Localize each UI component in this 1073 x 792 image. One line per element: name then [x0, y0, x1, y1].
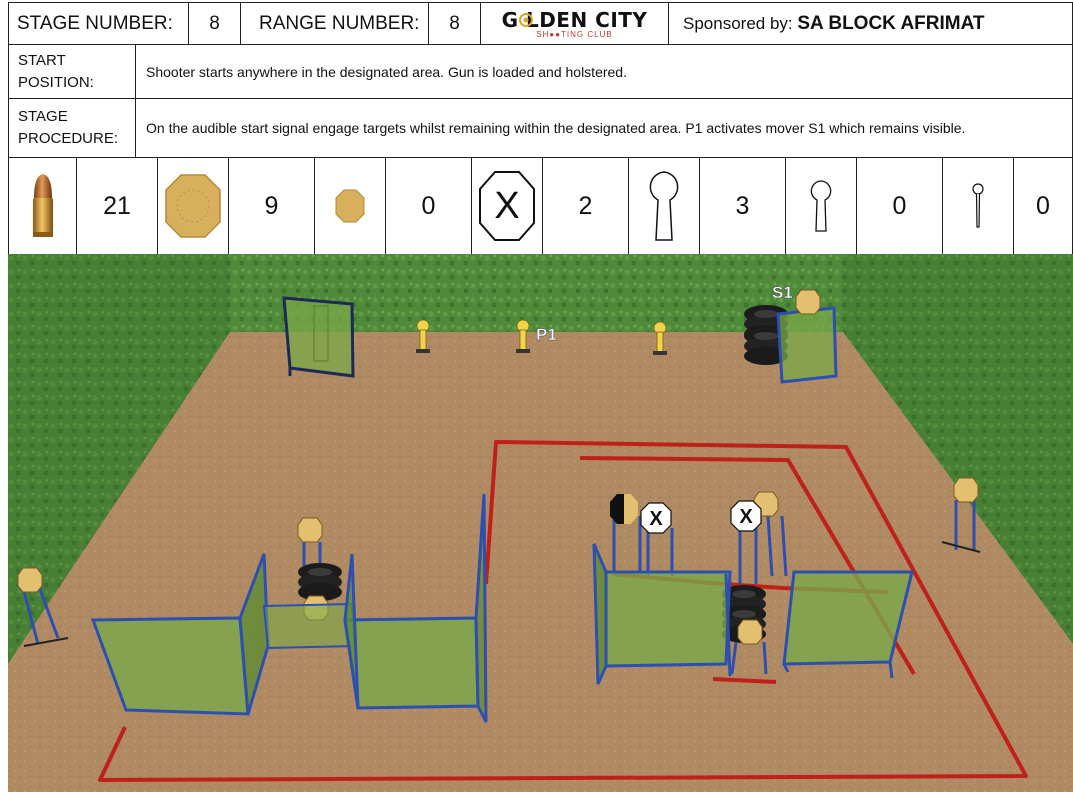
small-plate-count: 0 — [386, 158, 472, 254]
no-shoot-mark: X — [494, 185, 519, 227]
large-plate-icon-cell — [158, 158, 229, 254]
black-white-plate — [610, 494, 638, 524]
back-left-wall — [284, 298, 353, 376]
range-drawing: X — [8, 254, 1073, 792]
stage-procedure-row: STAGE PROCEDURE: On the audible start si… — [8, 98, 1073, 158]
bullet-icon — [30, 172, 56, 240]
stage-procedure-text: On the audible start signal engage targe… — [136, 99, 1072, 157]
p1-label: P1 — [536, 325, 557, 344]
s1-label: S1 — [772, 283, 793, 302]
steel-plate-target — [18, 568, 42, 592]
target-icon — [519, 13, 533, 27]
steel-plate-target — [954, 478, 978, 502]
large-steel-plate-icon — [164, 173, 222, 239]
small-plate-icon-cell — [315, 158, 386, 254]
mini-popper-count: 0 — [1014, 158, 1072, 254]
medium-popper-count: 0 — [857, 158, 943, 254]
small-steel-plate-icon — [335, 189, 365, 223]
sponsor-label: Sponsored by: — [683, 14, 793, 34]
header-row: STAGE NUMBER: 8 RANGE NUMBER: 8 G LDEN C… — [8, 2, 1073, 45]
stage-procedure-label: STAGE PROCEDURE: — [9, 99, 136, 157]
mover-s1-plate — [796, 290, 820, 314]
no-shoot-icon: X — [478, 170, 536, 242]
no-shoot-target — [641, 503, 671, 533]
medium-popper-icon-cell — [786, 158, 857, 254]
stage-diagram: X — [8, 254, 1073, 792]
large-popper-icon-cell — [629, 158, 700, 254]
target-count-row: 21 9 0 X 2 3 0 0 — [8, 157, 1073, 255]
stage-procedure-label-line2: PROCEDURE: — [18, 128, 118, 150]
no-shoot-target — [731, 501, 761, 531]
steel-plate-target — [298, 518, 322, 542]
bullet-icon-cell — [9, 158, 77, 254]
steel-plate-target — [738, 620, 762, 644]
large-popper-icon — [646, 170, 682, 242]
tyre-stack — [298, 563, 342, 601]
large-plate-count: 9 — [229, 158, 315, 254]
no-shoot-count: 2 — [543, 158, 629, 254]
start-position-label: START POSITION: — [9, 45, 136, 98]
large-popper-count: 3 — [700, 158, 786, 254]
start-position-text: Shooter starts anywhere in the designate… — [136, 45, 1072, 98]
sponsor: Sponsored by: SA BLOCK AFRIMAT — [669, 3, 1072, 44]
mover-wall — [778, 308, 836, 382]
stage-procedure-label-line1: STAGE — [18, 106, 68, 128]
mini-popper-icon — [970, 183, 986, 229]
stage-number-label: STAGE NUMBER: — [9, 3, 189, 44]
medium-popper-icon — [809, 179, 833, 233]
mini-popper-icon-cell — [943, 158, 1014, 254]
bullet-count: 21 — [77, 158, 158, 254]
no-shoot-icon-cell: X — [472, 158, 543, 254]
start-position-label-line2: POSITION: — [18, 72, 94, 94]
stage-number-value: 8 — [189, 3, 241, 44]
start-position-label-line1: START — [18, 50, 66, 72]
club-logo: G LDEN CITY SH●●TING CLUB — [481, 3, 669, 44]
sponsor-name: SA BLOCK AFRIMAT — [797, 13, 984, 35]
range-number-value: 8 — [429, 3, 481, 44]
range-number-label: RANGE NUMBER: — [241, 3, 429, 44]
start-position-row: START POSITION: Shooter starts anywhere … — [8, 44, 1073, 99]
